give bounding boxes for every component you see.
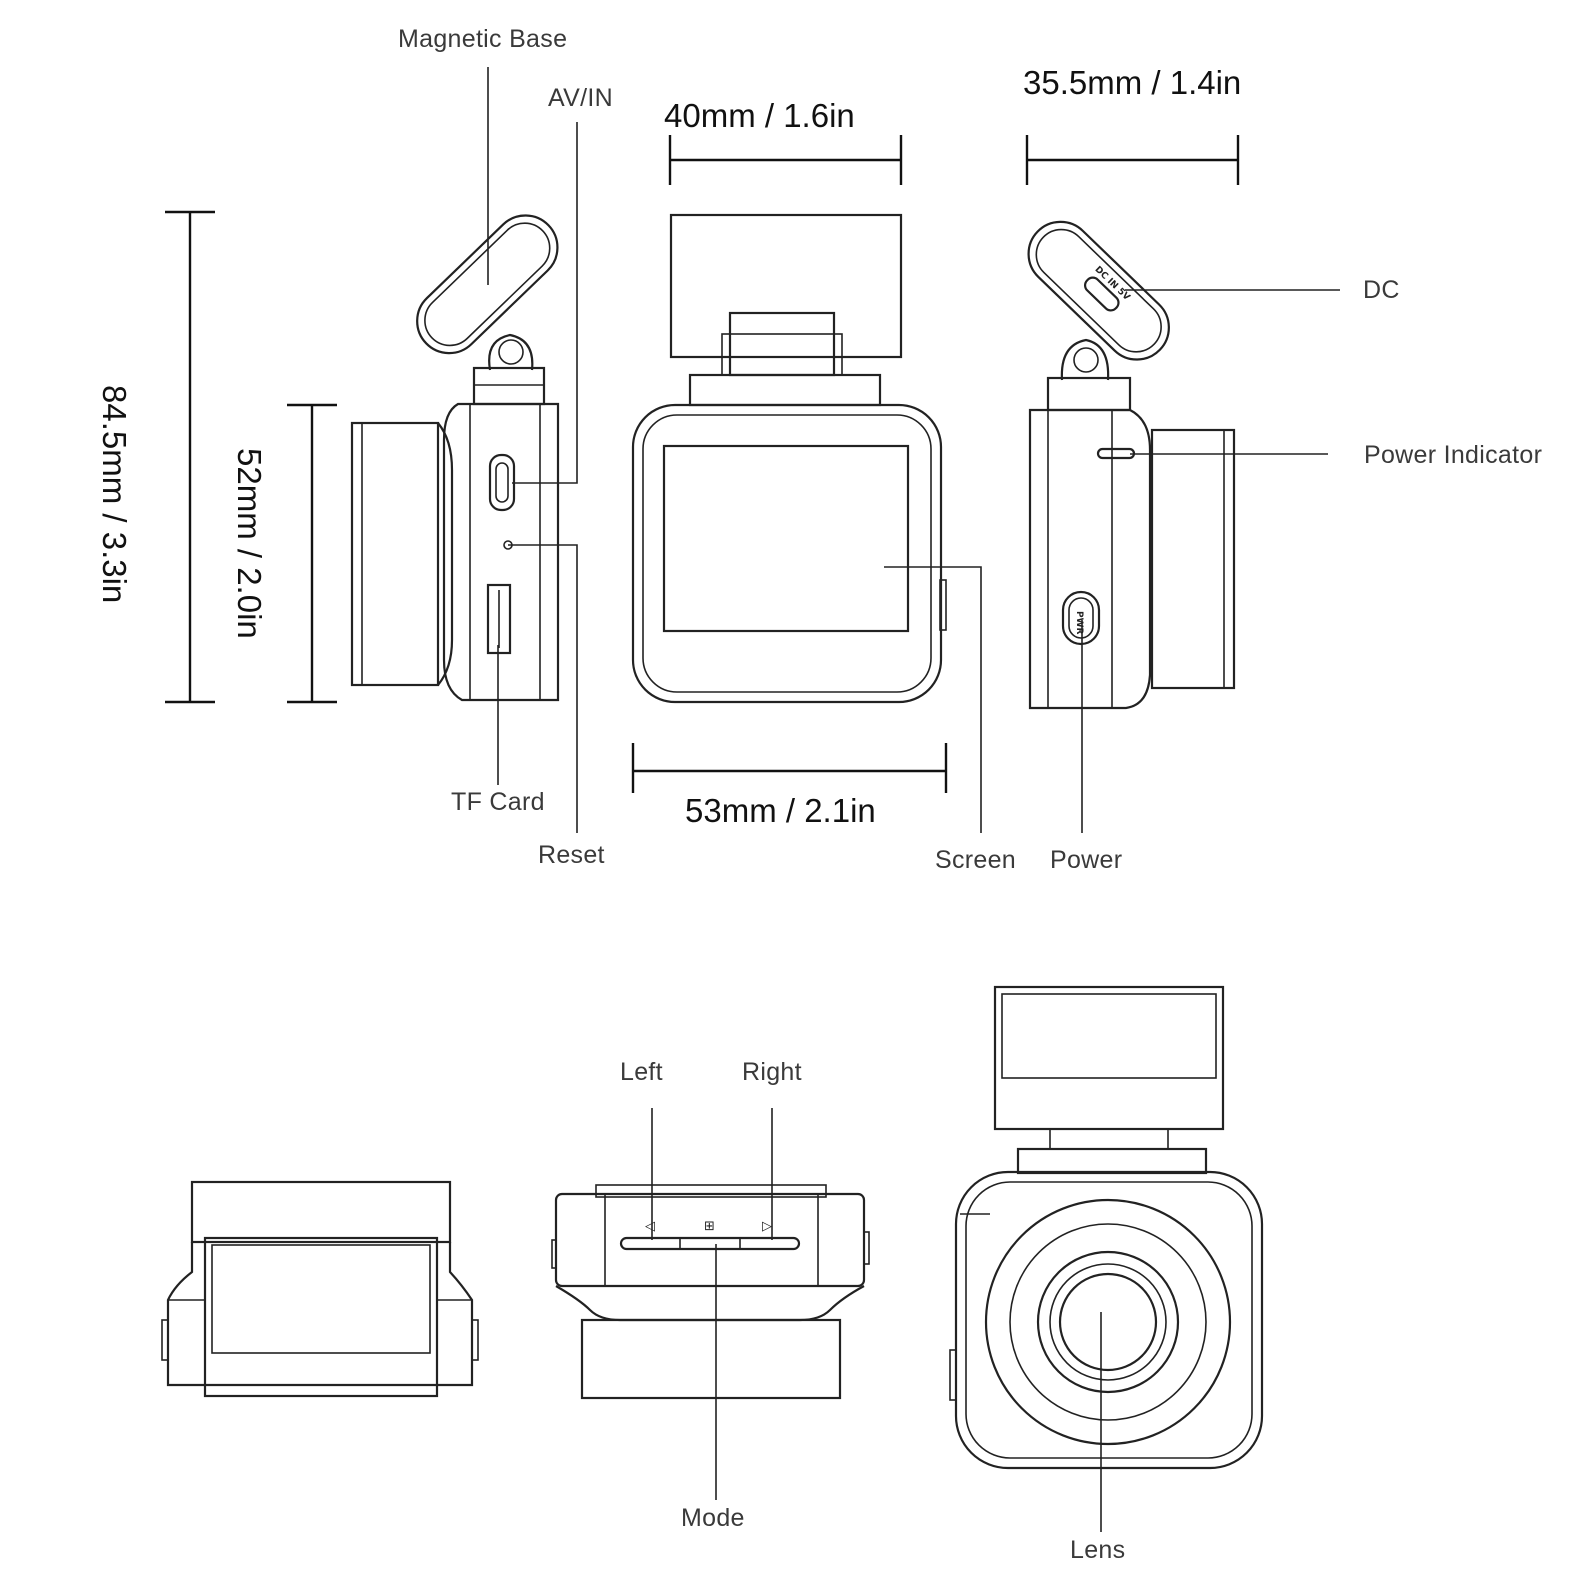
front-screen-view bbox=[631, 213, 947, 704]
right-arrow-icon: ▷ bbox=[762, 1219, 772, 1234]
label-reset: Reset bbox=[538, 841, 605, 869]
dimension-depth bbox=[1025, 135, 1240, 185]
dimension-width-top bbox=[668, 135, 903, 185]
button-top-view: ◁ ⊞ ▷ bbox=[551, 1184, 870, 1400]
dim-width-top: 40mm / 1.6in bbox=[664, 97, 855, 134]
label-power: Power bbox=[1050, 846, 1122, 874]
dimension-height-body bbox=[287, 403, 337, 704]
label-mode: Mode bbox=[681, 1504, 745, 1532]
label-screen: Screen bbox=[935, 846, 1016, 874]
left-arrow-icon: ◁ bbox=[645, 1219, 655, 1234]
label-magnetic-base: Magnetic Base bbox=[398, 25, 567, 53]
label-power-indicator: Power Indicator bbox=[1364, 441, 1542, 469]
label-tf-card: TF Card bbox=[451, 788, 545, 816]
dimension-height-total bbox=[165, 210, 215, 704]
dim-depth: 35.5mm / 1.4in bbox=[1023, 64, 1241, 101]
label-left: Left bbox=[620, 1058, 663, 1086]
screen-display bbox=[662, 444, 910, 633]
right-side-view: DC IN 5V PWR bbox=[1027, 220, 1236, 710]
menu-grid-icon: ⊞ bbox=[704, 1219, 715, 1234]
dim-height-total: 84.5mm / 3.3in bbox=[96, 385, 133, 603]
label-dc: DC bbox=[1363, 276, 1400, 304]
label-right: Right bbox=[742, 1058, 802, 1086]
dimension-width-bottom bbox=[631, 743, 948, 793]
lens-front-view bbox=[949, 985, 1264, 1470]
leader-lines bbox=[487, 67, 1340, 1532]
dc-port-mark: DC IN 5V bbox=[1093, 265, 1132, 303]
dim-height-body: 52mm / 2.0in bbox=[231, 448, 268, 639]
top-view bbox=[161, 1180, 479, 1398]
label-lens: Lens bbox=[1070, 1536, 1125, 1564]
left-side-view bbox=[350, 214, 560, 702]
dim-width-bottom: 53mm / 2.1in bbox=[685, 792, 876, 829]
power-button-mark: PWR bbox=[1074, 611, 1084, 635]
label-av-in: AV/IN bbox=[548, 84, 613, 112]
